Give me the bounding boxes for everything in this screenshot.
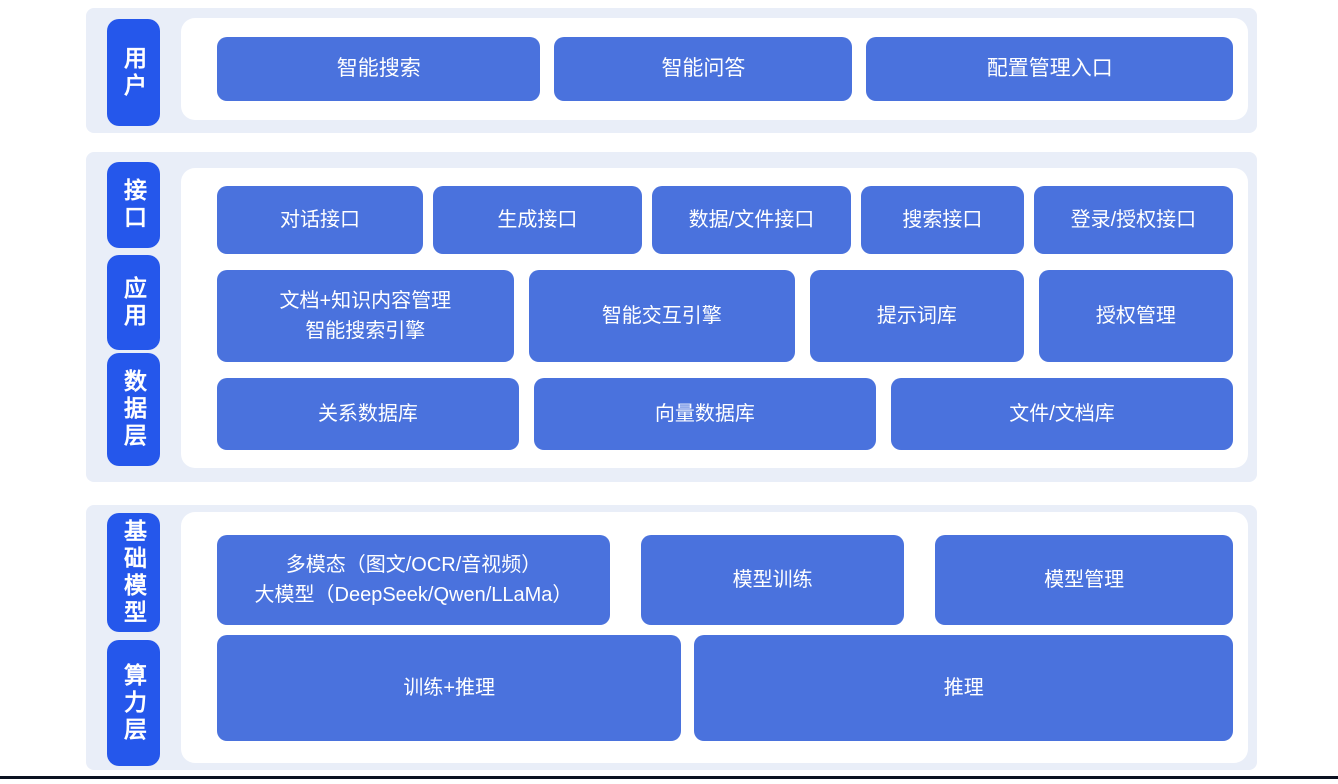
layer-label-base-model-text: 基础模型: [120, 518, 147, 627]
block-search-api-label: 搜索接口: [902, 209, 983, 231]
block-multimodal-line1: 多模态（图文/OCR/音视频）: [285, 554, 542, 576]
bottom-divider-line: [0, 776, 1338, 779]
layer-label-compute-text: 算力层: [120, 662, 147, 744]
layer-label-user-text: 用户: [120, 45, 147, 100]
block-model-training: 模型训练: [640, 535, 905, 625]
block-prompt-library-label: 提示词库: [876, 305, 957, 327]
block-data-file-api-label: 数据/文件接口: [688, 209, 815, 231]
block-interaction-engine-label: 智能交互引擎: [601, 305, 722, 327]
block-train-inference: 训练+推理: [217, 635, 682, 741]
block-prompt-library: 提示词库: [810, 270, 1024, 362]
block-multimodal-line2: 大模型（DeepSeek/Qwen/LLaMa）: [254, 584, 573, 606]
block-login-auth-api-label: 登录/授权接口: [1070, 209, 1197, 231]
block-doc-knowledge-line1: 文档+知识内容管理: [279, 290, 452, 312]
interface-row: 对话接口 生成接口 数据/文件接口 搜索接口 登录/授权接口: [217, 186, 1233, 254]
layer-label-data: 数据层: [107, 353, 160, 466]
block-doc-knowledge-line2: 智能搜索引擎: [305, 320, 426, 342]
block-train-inference-label: 训练+推理: [403, 677, 496, 699]
block-model-management: 模型管理: [935, 535, 1233, 625]
block-dialog-api-label: 对话接口: [279, 209, 360, 231]
block-relational-db-label: 关系数据库: [317, 403, 418, 425]
block-vector-db-label: 向量数据库: [654, 403, 755, 425]
layer-label-interface: 接口: [107, 162, 160, 248]
block-generation-api-label: 生成接口: [497, 209, 578, 231]
block-smart-search: 智能搜索: [217, 37, 541, 101]
block-data-file-api: 数据/文件接口: [651, 186, 852, 254]
block-file-doc-store: 文件/文档库: [890, 378, 1234, 450]
application-row: 文档+知识内容管理 智能搜索引擎 智能交互引擎 提示词库 授权管理: [217, 270, 1233, 362]
layer-label-data-text: 数据层: [120, 369, 147, 450]
block-smart-search-label: 智能搜索: [336, 57, 421, 81]
block-smart-qa: 智能问答: [554, 37, 853, 101]
data-row: 关系数据库 向量数据库 文件/文档库: [217, 378, 1234, 450]
block-model-management-label: 模型管理: [1044, 569, 1125, 591]
block-relational-db: 关系数据库: [217, 378, 519, 450]
foundation-panel: 多模态（图文/OCR/音视频） 大模型（DeepSeek/Qwen/LLaMa）…: [181, 512, 1248, 763]
block-model-training-label: 模型训练: [732, 569, 813, 591]
block-dialog-api: 对话接口: [217, 186, 423, 254]
layer-label-application-text: 应用: [120, 275, 147, 330]
layer-label-compute: 算力层: [107, 640, 160, 766]
block-login-auth-api: 登录/授权接口: [1033, 186, 1233, 254]
block-doc-knowledge-search: 文档+知识内容管理 智能搜索引擎: [217, 270, 514, 362]
block-inference: 推理: [694, 635, 1233, 741]
block-interaction-engine: 智能交互引擎: [528, 270, 796, 362]
block-auth-management-label: 授权管理: [1095, 305, 1176, 327]
layer-label-interface-text: 接口: [120, 178, 147, 232]
layer-label-application: 应用: [107, 255, 160, 350]
block-file-doc-store-label: 文件/文档库: [1009, 403, 1115, 425]
block-multimodal-llm: 多模态（图文/OCR/音视频） 大模型（DeepSeek/Qwen/LLaMa）: [217, 535, 610, 625]
layer-band-user: 用户 智能搜索 智能问答 配置管理入口: [86, 8, 1257, 133]
block-smart-qa-label: 智能问答: [661, 57, 746, 81]
block-generation-api: 生成接口: [432, 186, 642, 254]
block-config-entry: 配置管理入口: [866, 37, 1233, 101]
user-panel: 智能搜索 智能问答 配置管理入口: [181, 18, 1248, 120]
block-vector-db: 向量数据库: [533, 378, 876, 450]
layer-label-user: 用户: [107, 19, 160, 126]
block-auth-management: 授权管理: [1038, 270, 1233, 362]
compute-row: 训练+推理 推理: [217, 635, 1233, 741]
layer-band-middle: 接口 应用 数据层 对话接口 生成接口 数据/文件接口 搜索接口: [86, 152, 1257, 482]
middle-panel: 对话接口 生成接口 数据/文件接口 搜索接口 登录/授权接口 文档+知识内容管理: [181, 168, 1248, 468]
block-inference-label: 推理: [943, 677, 984, 699]
layer-band-foundation: 基础模型 算力层 多模态（图文/OCR/音视频） 大模型（DeepSeek/Qw…: [86, 505, 1257, 770]
layer-label-base-model: 基础模型: [107, 513, 160, 632]
block-search-api: 搜索接口: [861, 186, 1024, 254]
block-config-entry-label: 配置管理入口: [986, 57, 1113, 81]
user-row: 智能搜索 智能问答 配置管理入口: [217, 37, 1233, 101]
model-row: 多模态（图文/OCR/音视频） 大模型（DeepSeek/Qwen/LLaMa）…: [217, 535, 1233, 625]
